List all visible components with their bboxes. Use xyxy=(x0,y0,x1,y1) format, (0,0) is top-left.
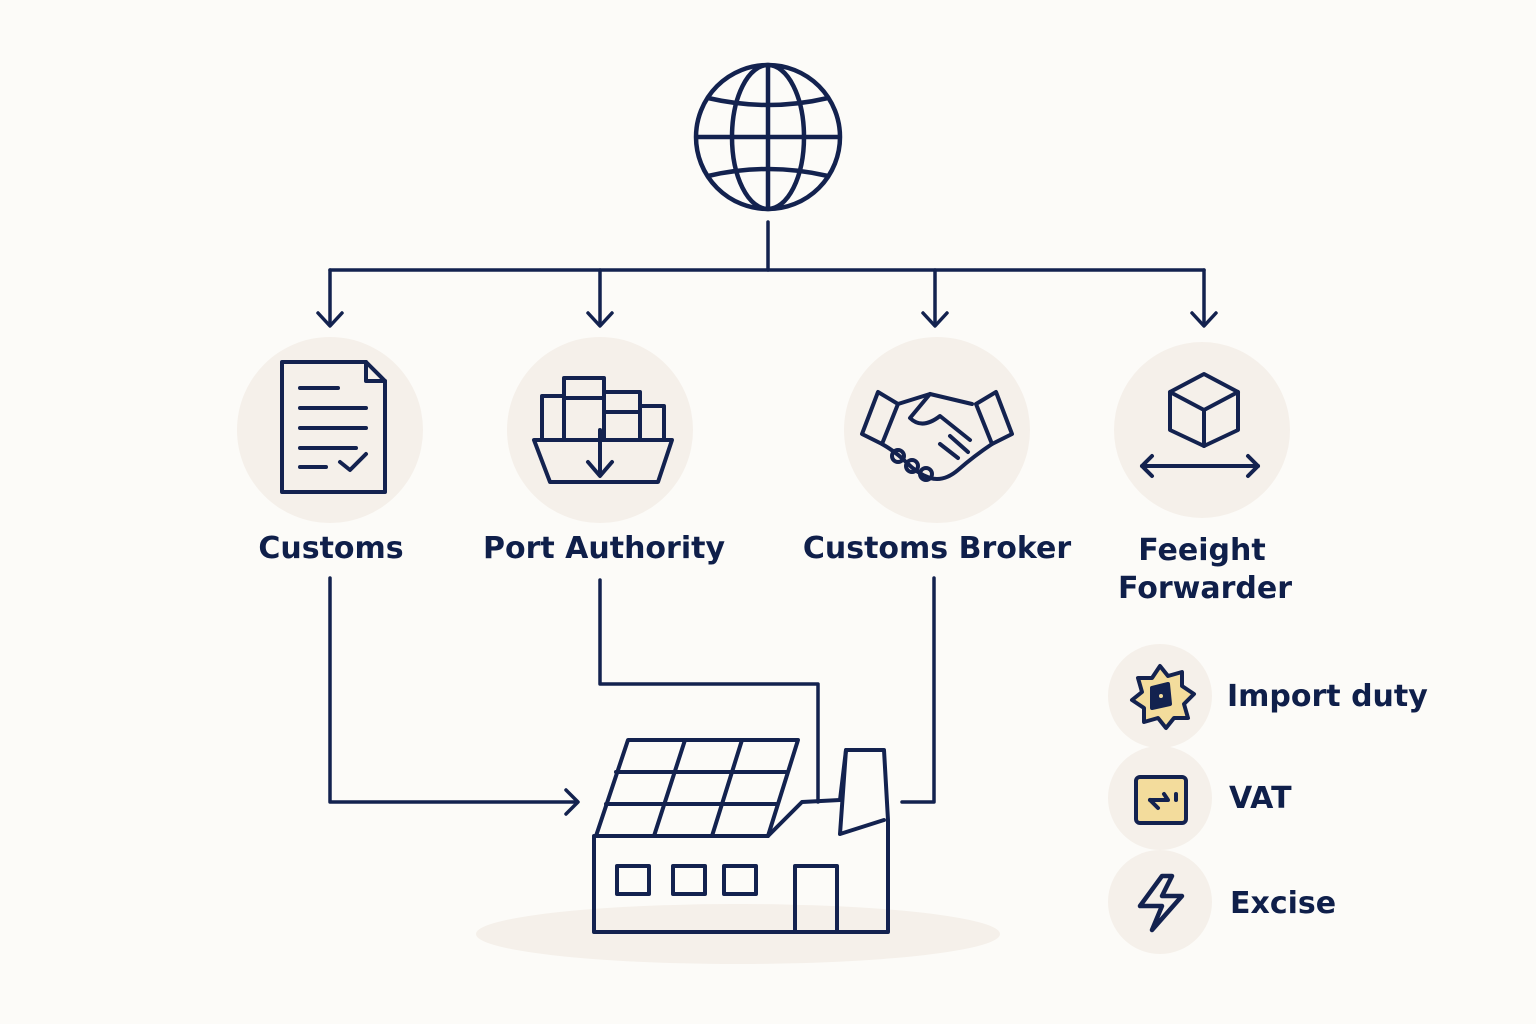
excise-label: Excise xyxy=(1230,886,1337,921)
icon-backgrounds xyxy=(237,337,1290,523)
distribution-connectors xyxy=(316,220,1218,328)
package-arrow-icon xyxy=(1140,372,1260,478)
vat-label: VAT xyxy=(1229,781,1292,816)
lightning-icon xyxy=(1137,873,1185,933)
gear-icon xyxy=(1130,664,1196,730)
freight-forwarder-label-line1: Feeight xyxy=(1138,533,1266,568)
cargo-ship-icon xyxy=(532,376,674,484)
factory-connectors xyxy=(328,576,936,816)
freight-forwarder-label-line2: Forwarder xyxy=(1117,571,1293,606)
handshake-icon xyxy=(860,390,1014,482)
customs-label: Customs xyxy=(258,531,404,566)
solar-factory-icon xyxy=(592,738,890,934)
globe-icon xyxy=(693,62,843,212)
port-authority-label: Port Authority xyxy=(482,531,726,566)
import-duty-label: Import duty xyxy=(1227,679,1428,714)
vat-card-icon xyxy=(1134,775,1188,825)
customs-broker-label: Customs Broker xyxy=(802,531,1072,566)
document-check-icon xyxy=(280,360,387,494)
